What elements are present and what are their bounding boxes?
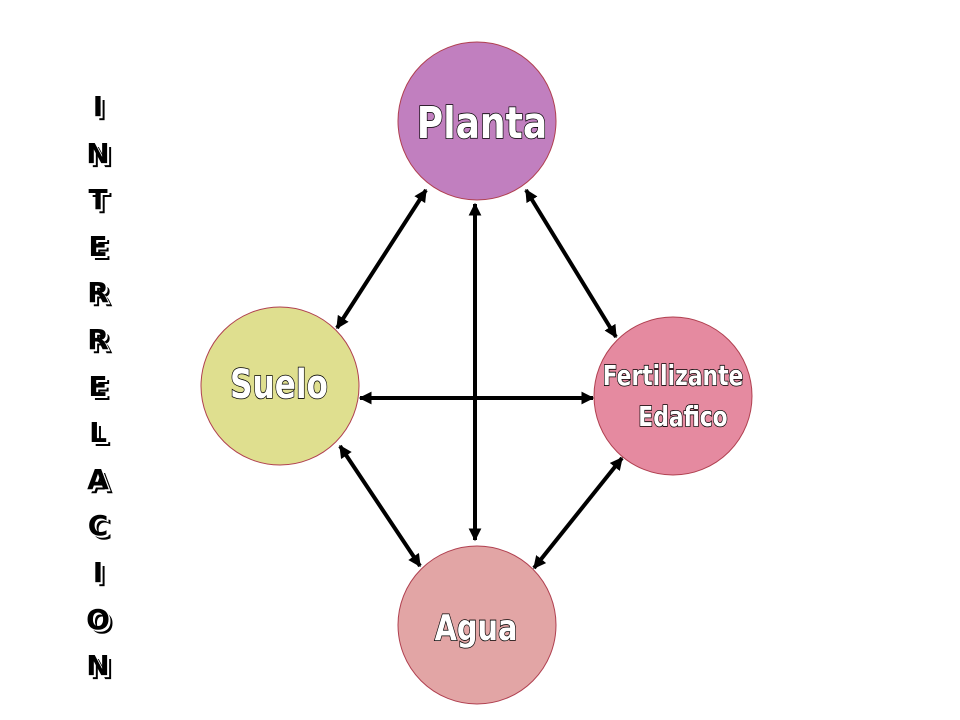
title-letter: N: [86, 136, 110, 170]
arrow-planta-suelo: [335, 188, 428, 330]
agua-circle: [397, 545, 557, 705]
arrow-planta-fertilizante: [524, 188, 618, 339]
title-letter: O: [86, 602, 110, 636]
node-agua: Agua: [397, 545, 557, 705]
arrow-fertilizante-agua: [532, 456, 624, 570]
title-letter: I: [92, 555, 104, 589]
suelo-circle: [200, 306, 360, 466]
title-letter: E: [88, 229, 108, 263]
title-letter: C: [87, 509, 109, 543]
arrow-suelo-agua: [338, 444, 422, 568]
node-fertilizante: Fertilizante Edafico: [593, 316, 753, 476]
node-suelo: Suelo: [200, 306, 360, 466]
title-letter: R: [87, 322, 109, 356]
title-letter: L: [89, 416, 107, 450]
planta-circle: [397, 41, 557, 201]
title-letter: A: [87, 462, 109, 496]
fertilizante-circle: [593, 316, 753, 476]
node-planta: Planta: [397, 41, 557, 201]
title-letter: N: [86, 649, 110, 683]
title-letter: I: [92, 90, 104, 123]
vertical-title: I N T E R R E L A C I O N: [72, 84, 124, 690]
title-letter: T: [88, 183, 108, 217]
fertilizante-label-line2: Edafico: [638, 400, 727, 432]
agua-label: Agua: [435, 607, 518, 649]
planta-label: Planta: [417, 99, 547, 149]
title-letter: E: [88, 369, 108, 403]
suelo-label: Suelo: [230, 362, 328, 408]
title-letter: R: [87, 276, 109, 310]
fertilizante-label-line1: Fertilizante: [603, 359, 744, 391]
